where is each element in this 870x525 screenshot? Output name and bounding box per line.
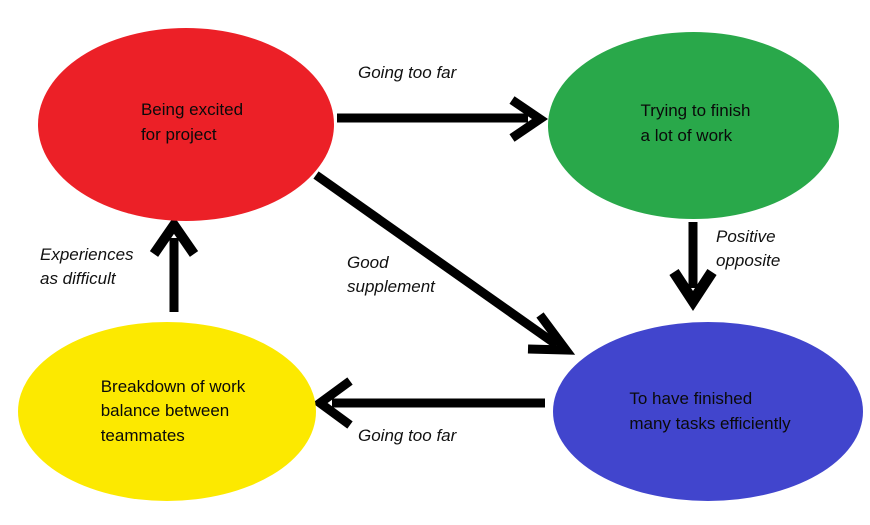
node-label-yellow: Breakdown of work balance between teamma… [100,376,246,445]
node-label-green: Trying to finish a lot of work [640,100,751,145]
edge-label-blue-to-yellow: Going too far [358,426,457,445]
node-being-excited[interactable]: Being excited for project [38,28,334,221]
arrow-red-to-green [337,96,549,142]
edge-label-green-to-blue: Positive opposite [716,227,781,270]
node-label-red: Being excited for project [140,99,244,144]
arrow-yellow-to-red [149,216,199,312]
node-to-have-finished[interactable]: To have finished many tasks efficiently [553,322,863,501]
edge-label-red-to-green: Going too far [358,63,457,82]
arrow-blue-to-yellow [312,377,545,429]
node-breakdown-of-work[interactable]: Breakdown of work balance between teamma… [18,322,316,501]
arrow-green-to-blue [669,222,717,312]
edge-label-red-to-blue: Good supplement [347,253,435,296]
node-label-blue: To have finished many tasks efficiently [629,388,791,433]
edge-label-yellow-to-red: Experiences as difficult [40,245,134,288]
node-trying-to-finish[interactable]: Trying to finish a lot of work [548,32,839,219]
